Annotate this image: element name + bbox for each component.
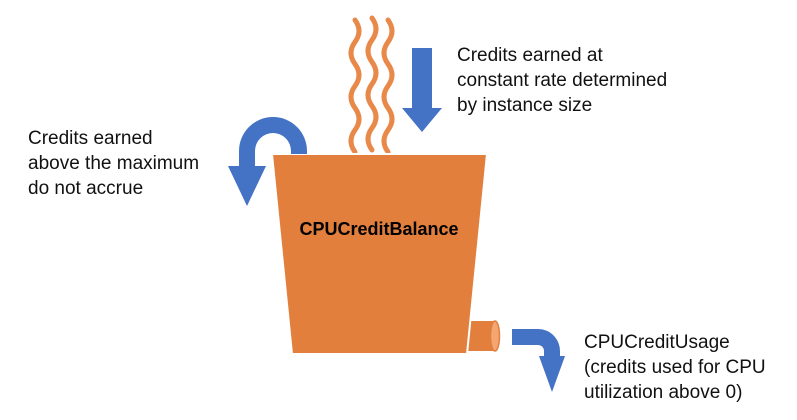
steam-line-1 xyxy=(348,17,362,155)
outflow-arrow-head xyxy=(539,356,565,392)
overflow-arrow-shaft xyxy=(239,117,307,168)
credit-balance-bucket xyxy=(270,153,489,355)
outflow-curved-arrow-icon xyxy=(512,329,565,392)
overflow-arrow-head xyxy=(228,166,266,206)
outflow-arrow-shaft xyxy=(512,329,560,358)
steam-wavy-lines-icon xyxy=(348,15,395,155)
inflow-down-arrow-icon xyxy=(402,48,442,132)
credits-earned-label: Credits earned at constant rate determin… xyxy=(457,45,668,116)
outflow-pipe-end xyxy=(489,320,501,352)
overflow-curved-arrow-icon xyxy=(228,117,307,206)
credit-usage-label: CPUCreditUsage (credits used for CPU uti… xyxy=(584,332,766,403)
overflow-label: Credits earned above the maximum do not … xyxy=(28,128,200,199)
steam-line-2 xyxy=(365,15,379,153)
steam-line-3 xyxy=(381,17,395,155)
credit-balance-label: CPUCreditBalance xyxy=(299,219,459,239)
